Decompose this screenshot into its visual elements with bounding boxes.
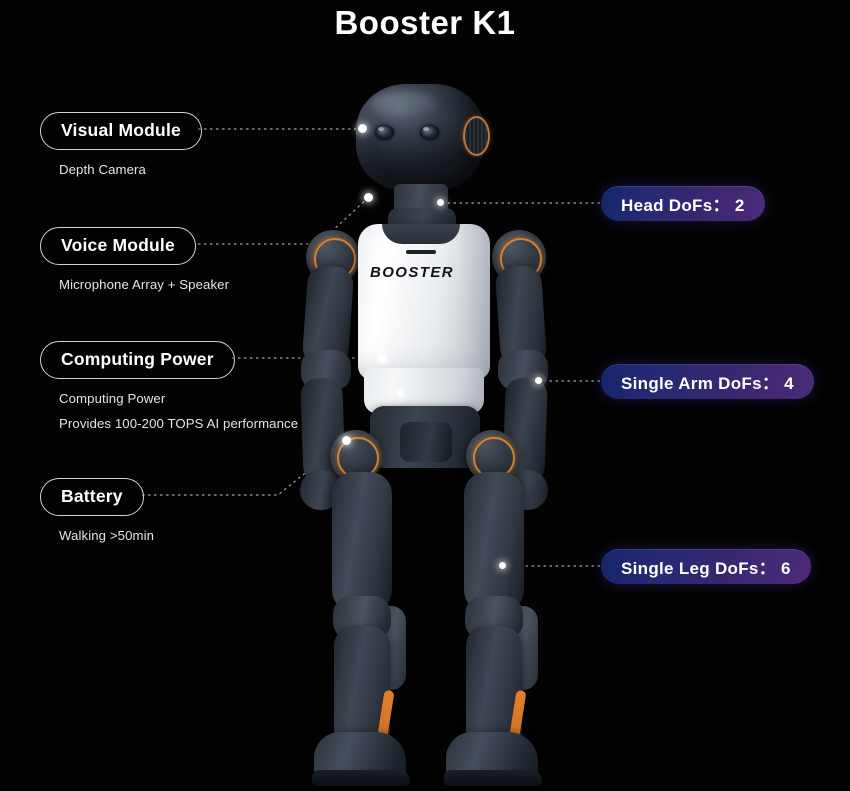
badge-single-leg-dofs[interactable]: Single Leg DoFs： 6 [601, 549, 811, 584]
thigh-right [464, 472, 524, 612]
hotspot-single-leg-dofs[interactable] [499, 562, 506, 569]
head-highlight [372, 92, 438, 118]
camera-eye-left [375, 125, 394, 140]
chest-vent [406, 250, 436, 254]
label-group-computing-power[interactable]: Computing Power Computing Power Provides… [40, 341, 298, 435]
thigh-left [332, 472, 392, 612]
torso-collar [382, 224, 460, 244]
hotspot-single-arm-dofs[interactable] [535, 377, 542, 384]
label-group-visual-module[interactable]: Visual Module Depth Camera [40, 112, 202, 180]
subtext-computing-power-0: Computing Power [59, 391, 166, 406]
label-group-voice-module[interactable]: Voice Module Microphone Array + Speaker [40, 227, 229, 295]
subtext-visual-module-0: Depth Camera [59, 162, 146, 177]
robot-illustration: BOOSTER [248, 78, 608, 791]
hotspot-battery[interactable] [342, 436, 351, 445]
subtext-voice-module-0: Microphone Array + Speaker [59, 277, 230, 292]
subtext-battery-0: Walking >50min [59, 528, 155, 543]
camera-eye-right [420, 125, 439, 140]
label-computing-power[interactable]: Computing Power [40, 341, 235, 379]
label-voice-module[interactable]: Voice Module [40, 227, 196, 265]
badge-single-arm-dofs[interactable]: Single Arm DoFs： 4 [601, 364, 814, 399]
page-title: Booster K1 [334, 4, 516, 41]
label-battery[interactable]: Battery [40, 478, 144, 516]
brand-logo-text: BOOSTER [370, 264, 454, 281]
badge-head-dofs[interactable]: Head DoFs： 2 [601, 186, 765, 221]
sole-left [312, 770, 410, 786]
hotspot-voice-module[interactable] [364, 193, 373, 202]
hotspot-torso-lower[interactable] [397, 390, 404, 397]
hotspot-head-dofs[interactable] [437, 199, 444, 206]
speaker-grille-icon [463, 116, 490, 156]
hotspot-computing-power[interactable] [378, 354, 387, 363]
subtext-computing-power-1: Provides 100-200 TOPS AI performance [59, 416, 299, 432]
label-group-battery[interactable]: Battery Walking >50min [40, 478, 154, 546]
label-visual-module[interactable]: Visual Module [40, 112, 202, 150]
sole-right [444, 770, 542, 786]
pelvis-core [400, 422, 452, 462]
hotspot-visual-module[interactable] [358, 124, 367, 133]
